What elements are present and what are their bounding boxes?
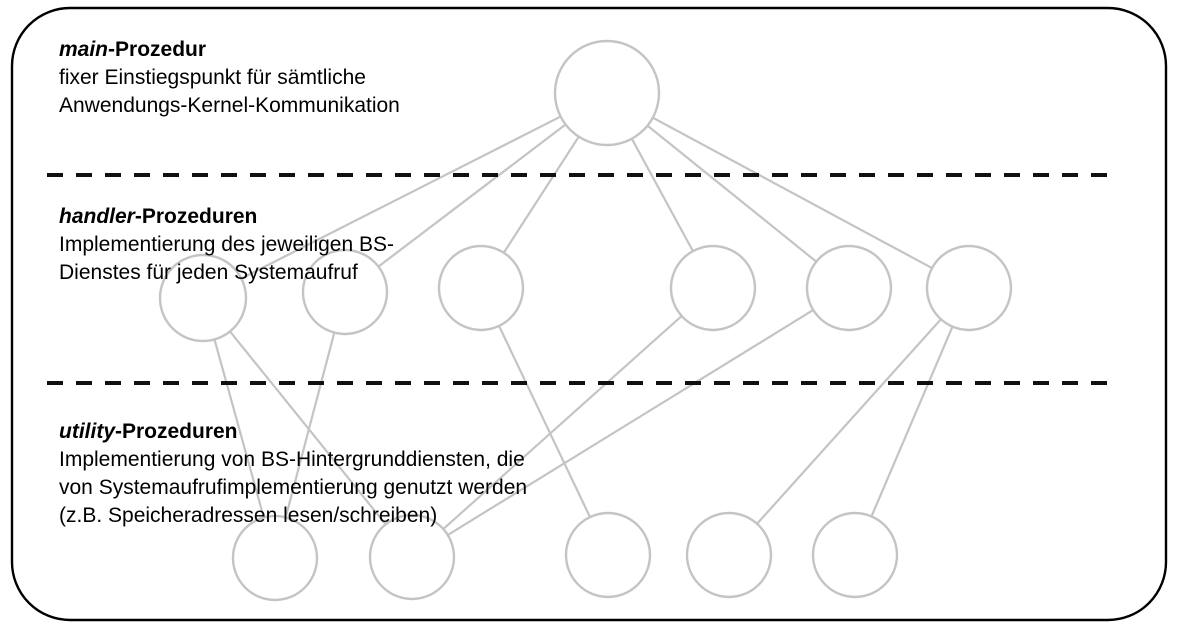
graph-node-u2[interactable]: [368, 513, 456, 601]
graph-edge-h6-u4: [755, 317, 943, 526]
layer-title-suffix-main: -Prozedur: [108, 38, 207, 61]
layer-title-handler: handler-Prozeduren: [59, 203, 394, 230]
layer-desc-handler-line-1: Implementierung des jeweiligen BS-: [59, 233, 395, 256]
graph-edge-h6-u5: [870, 325, 954, 518]
layer-title-suffix-handler: -Prozeduren: [134, 205, 258, 228]
layer-keyword-utility: utility: [59, 420, 115, 443]
edges-group: [213, 115, 954, 537]
graph-edge-m1-h2: [376, 122, 568, 269]
layer-label-main: main-Prozedur fixer Einstiegspunkt für s…: [59, 36, 400, 120]
graph-node-h2[interactable]: [301, 248, 389, 336]
graph-edge-m1-h4: [630, 137, 695, 253]
graph-edge-m1-h1: [239, 115, 563, 280]
kernel-structure-frame: [10, 6, 1168, 622]
frame-group: [10, 6, 1168, 622]
graph-node-h1[interactable]: [158, 253, 248, 343]
layer-desc-utility-line-2: von Systemaufrufimplementierung genutzt …: [59, 476, 528, 499]
layer-keyword-main: main: [59, 38, 109, 61]
graph-edge-m1-h5: [646, 124, 818, 264]
layer-title-suffix-utility: -Prozeduren: [115, 420, 238, 443]
graph-edge-m1-h6: [651, 116, 934, 270]
graph-node-u4[interactable]: [685, 511, 773, 599]
layer-title-utility: utility-Prozeduren: [59, 418, 527, 445]
graph-edge-h3-u3: [497, 324, 592, 519]
layer-desc-handler-line-2: Dienstes für jeden Systemaufruf: [59, 261, 358, 284]
layer-keyword-handler: handler: [59, 205, 135, 228]
graph-node-h4[interactable]: [669, 244, 757, 332]
graph-edge-h4-u2: [441, 314, 684, 531]
graph-edge-h1-u1: [213, 338, 266, 519]
graph-edge-h1-u2: [228, 329, 388, 526]
nodes-group: [158, 39, 1013, 602]
graph-node-h6[interactable]: [925, 244, 1013, 332]
graph-node-u5[interactable]: [811, 511, 899, 599]
graph-node-m1[interactable]: [553, 39, 661, 147]
graph-edge-h5-u2: [446, 308, 815, 537]
layer-label-handler: handler-Prozeduren Implementierung des j…: [59, 203, 394, 287]
graph-node-h3[interactable]: [437, 244, 525, 332]
dividers-group: [47, 173, 1113, 385]
graph-edge-h2-u1: [284, 331, 336, 519]
layer-desc-main-line-1: fixer Einstiegspunkt für sämtliche: [59, 66, 366, 89]
graph-node-u1[interactable]: [231, 514, 319, 602]
graph-edge-m1-h3: [502, 135, 581, 255]
layer-desc-utility-line-1: Implementierung von BS-Hintergrunddienst…: [59, 448, 525, 471]
graph-node-h5[interactable]: [805, 244, 893, 332]
graph-node-u3[interactable]: [564, 511, 652, 599]
layer-label-utility: utility-Prozeduren Implementierung von B…: [59, 418, 527, 530]
layer-desc-utility-line-3: (z.B. Speicheradressen lesen/schreiben): [59, 504, 438, 527]
layer-desc-main-line-2: Anwendungs-Kernel-Kommunikation: [59, 94, 400, 117]
layer-title-main: main-Prozedur: [59, 36, 400, 63]
